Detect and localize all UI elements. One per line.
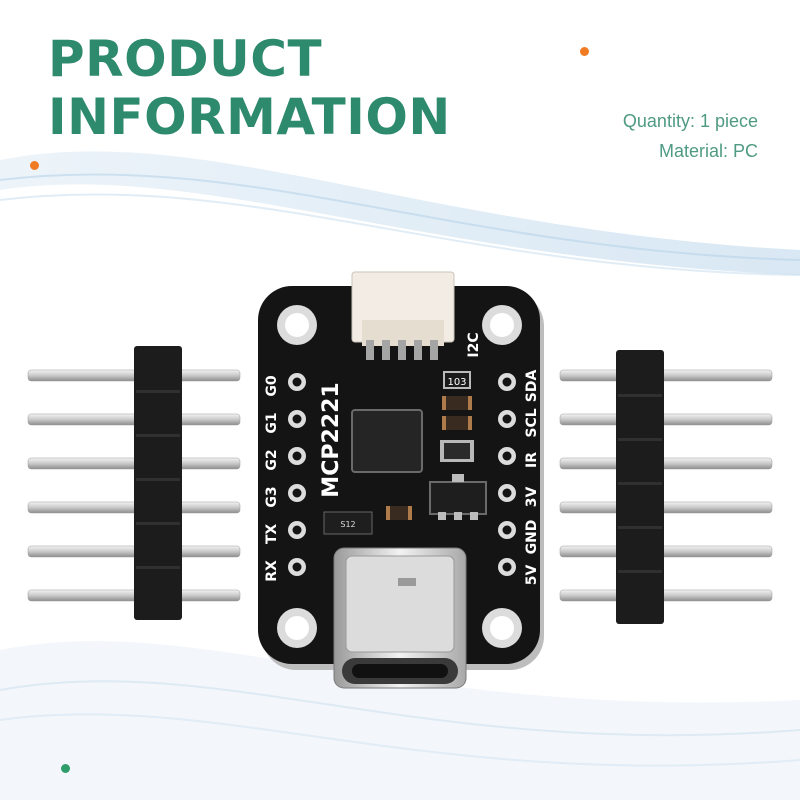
small-ic-marking: S12 xyxy=(340,520,355,529)
left-pin-header xyxy=(27,346,241,620)
left-pin-labels: G0 G1 G2 G3 TX RX xyxy=(264,375,280,582)
product-specs: Quantity: 1 piece Material: PC xyxy=(623,106,758,166)
title-line-1: PRODUCT xyxy=(48,30,323,88)
voltage-regulator xyxy=(429,474,487,520)
orange-dot-left xyxy=(30,161,39,170)
resistor-marking: 103 xyxy=(447,377,466,388)
pin-label-gnd: GND xyxy=(524,520,540,555)
pin-label-g2: G2 xyxy=(264,449,280,470)
main-ic-chip xyxy=(351,409,423,473)
pin-label-tx: TX xyxy=(264,524,280,545)
right-pin-labels: SDA SCL IR 3V GND 5V xyxy=(524,370,540,586)
pin-label-scl: SCL xyxy=(524,408,540,437)
pin-label-g3: G3 xyxy=(264,486,280,507)
right-pin-header xyxy=(559,350,773,624)
pin-label-ir: IR xyxy=(524,452,540,468)
pin-label-g1: G1 xyxy=(264,412,280,433)
mounting-holes xyxy=(277,305,522,648)
jst-connector xyxy=(351,271,455,360)
page-title: PRODUCT INFORMATION xyxy=(48,30,451,146)
spec-material: Material: PC xyxy=(658,141,758,161)
small-ic: S12 xyxy=(323,511,373,535)
chip-name-label: MCP2221 xyxy=(319,382,344,497)
pin-label-rx: RX xyxy=(264,560,280,582)
connector-label-i2c: I2C xyxy=(466,332,482,357)
orange-dot-top xyxy=(580,47,589,56)
pin-label-g0: G0 xyxy=(264,375,280,396)
spec-quantity: Quantity: 1 piece xyxy=(622,111,758,131)
usb-c-connector xyxy=(333,547,467,689)
pcb-board: G0 G1 G2 G3 TX RX SDA SCL IR 3V GND 5V xyxy=(258,271,544,689)
passive-components xyxy=(386,396,474,520)
green-dot-bottom xyxy=(61,764,70,773)
title-line-2: INFORMATION xyxy=(48,88,451,146)
pin-label-3v: 3V xyxy=(524,487,540,508)
pin-label-5v: 5V xyxy=(524,565,540,586)
resistor: 103 xyxy=(443,371,471,389)
pin-label-sda: SDA xyxy=(524,370,540,403)
